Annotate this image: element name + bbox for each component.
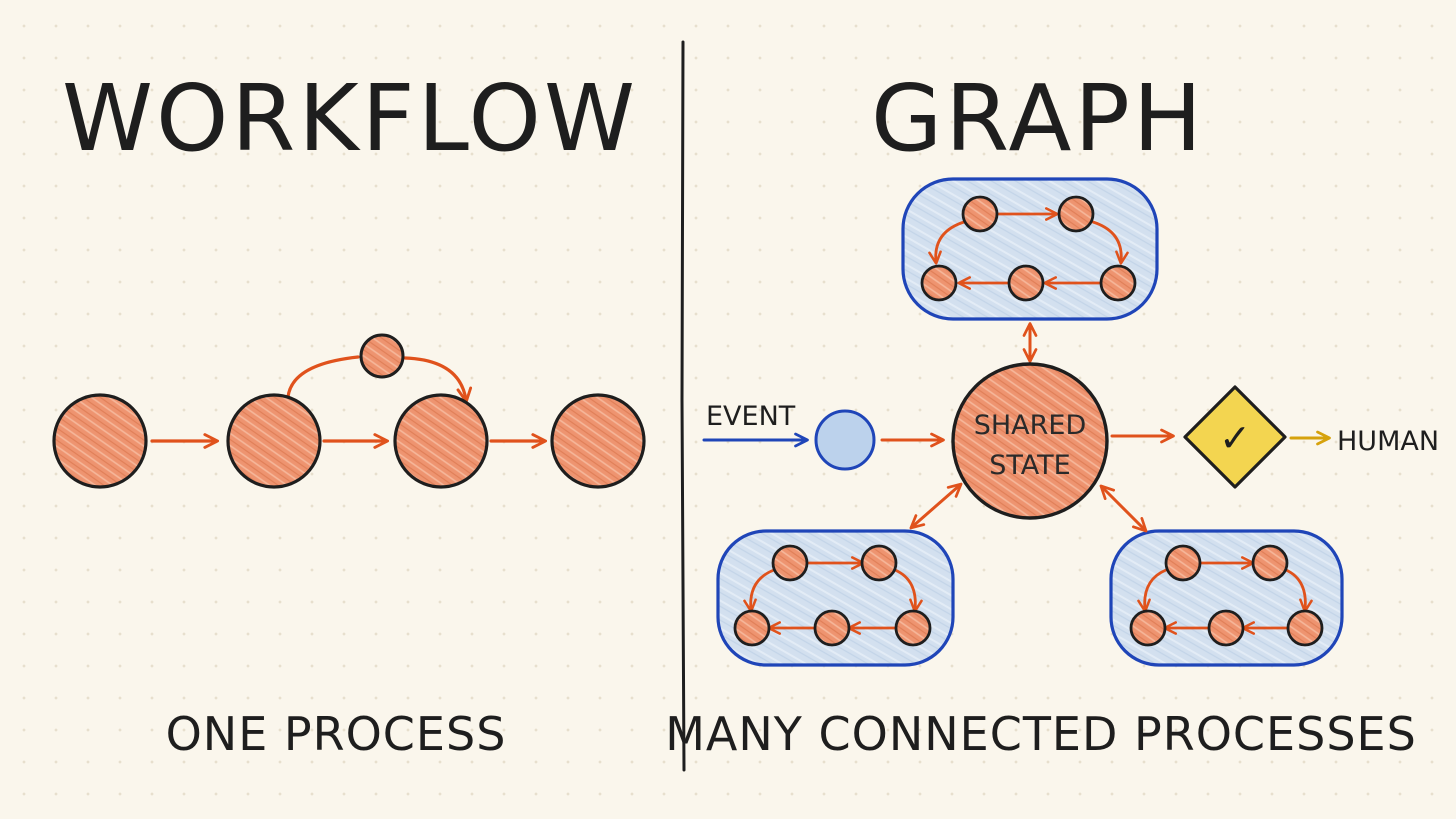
checkmark-icon: ✓ [1219, 416, 1251, 460]
group-arrow [743, 568, 776, 613]
process-node [813, 609, 851, 647]
process-node [894, 609, 932, 647]
process-node [1207, 609, 1245, 647]
process-group-bottom-right [1109, 529, 1344, 667]
state-link-bottom-right [1099, 484, 1148, 533]
workflow-branch-arrow-out [286, 355, 360, 399]
shared-state-label-line2: STATE [989, 450, 1070, 481]
panel-divider [680, 40, 686, 772]
event-label: EVENT [706, 401, 796, 432]
workflow-title: WORKFLOW [62, 65, 638, 172]
group-arrow [1091, 220, 1129, 265]
workflow-diagram [52, 333, 646, 489]
event-node [814, 409, 876, 471]
process-group-top [901, 177, 1159, 321]
workflow-step-node [550, 393, 646, 489]
process-node [1251, 544, 1289, 582]
human-label: HUMAN [1337, 426, 1439, 457]
group-arrow [928, 220, 966, 265]
shared-state-node [951, 362, 1109, 520]
workflow-caption: ONE PROCESS [166, 707, 507, 761]
process-node [1286, 609, 1324, 647]
workflow-branch-arrow-in [403, 356, 473, 404]
group-arrow [893, 568, 923, 613]
process-group-bottom-left [716, 529, 955, 667]
workflow-step-node [226, 393, 322, 489]
group-arrow [1284, 568, 1313, 613]
process-node [733, 609, 771, 647]
workflow-branch-node [359, 333, 405, 379]
state-link-bottom-left [909, 482, 963, 530]
process-node [1057, 195, 1095, 233]
workflow-step-node [52, 393, 148, 489]
process-node [1007, 264, 1045, 302]
workflow-step-node [393, 393, 489, 489]
shared-state-label-line1: SHARED [974, 410, 1087, 441]
process-node [771, 544, 809, 582]
process-node [920, 264, 958, 302]
process-node [1129, 609, 1167, 647]
process-node [961, 195, 999, 233]
decision-diamond-icon: ✓ [1183, 385, 1287, 489]
process-node [1164, 544, 1202, 582]
group-arrow [1137, 568, 1168, 613]
graph-caption: MANY CONNECTED PROCESSES [665, 707, 1417, 761]
process-node [1099, 264, 1137, 302]
graph-title: GRAPH [871, 65, 1205, 172]
process-node [860, 544, 898, 582]
